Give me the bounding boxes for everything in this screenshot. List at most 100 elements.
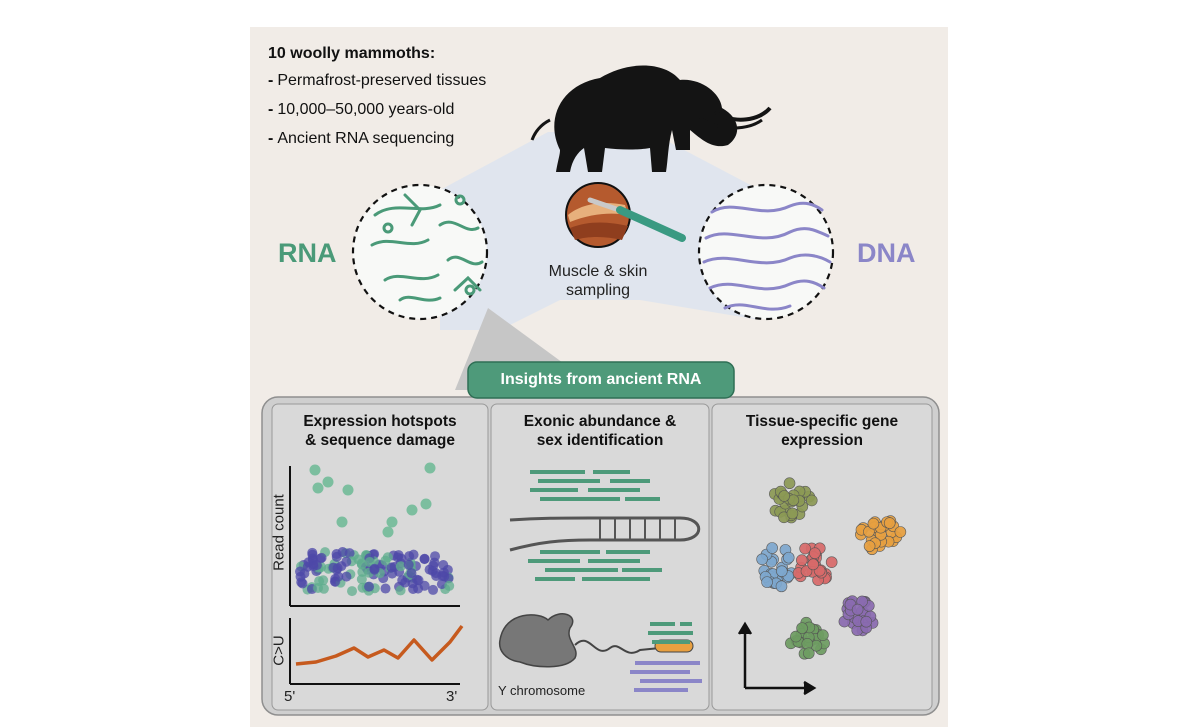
x-start-label: 5' [284, 688, 296, 705]
scatter-point [412, 574, 423, 585]
scatter-point [337, 547, 348, 558]
cluster-point [766, 542, 778, 554]
cluster-point [790, 630, 802, 643]
scatter-point [400, 577, 411, 588]
cluster-point [860, 615, 873, 628]
scatter-point [408, 549, 419, 560]
bullet-text: Permafrost-preserved tissues [277, 72, 487, 89]
cluster-point [761, 576, 773, 588]
sampling-label-line1: Muscle & skin [548, 263, 648, 280]
cluster-point [805, 494, 818, 507]
insights-banner-bg [467, 361, 735, 399]
cluster-point [796, 554, 808, 567]
read-count-scatter [295, 462, 455, 597]
scatter-point [369, 564, 380, 575]
scatter-point [428, 560, 439, 571]
scalpel-icon [587, 197, 686, 242]
cluster-point [809, 547, 821, 559]
bullet-text: 10,000–50,000 years-old [277, 101, 455, 118]
scatter-point [314, 576, 325, 587]
scatter-point [297, 578, 308, 589]
sequencing-reads-bottom [630, 622, 702, 692]
bullet-text: Ancient RNA sequencing [277, 130, 455, 147]
cluster-point [796, 622, 808, 634]
hairpin-icon [509, 516, 701, 552]
tissue-sample-icon [565, 182, 631, 248]
scatter-point [380, 583, 391, 594]
scatter-point [403, 559, 414, 570]
scatter-point [356, 559, 367, 570]
scatter-point [408, 583, 419, 594]
cluster-point [756, 553, 768, 566]
cluster-point [817, 629, 829, 641]
x-end-label: 3' [446, 688, 458, 705]
sequencing-reads-mid [528, 550, 662, 581]
scatter-point [438, 559, 449, 570]
cluster-point [782, 551, 795, 564]
cluster-point [775, 580, 788, 593]
scatter-point [311, 560, 322, 571]
rna-circle [351, 183, 489, 321]
cluster-point [786, 507, 799, 520]
panel-3-title-line1: Tissue-specific gene [745, 413, 899, 430]
scatter-point [316, 552, 327, 563]
header-bullet-2: -10,000–50,000 years-old [268, 101, 455, 118]
cluster-point [802, 647, 815, 660]
scatter-point [395, 561, 406, 572]
cluster-point [778, 490, 790, 502]
pca-axes [737, 621, 817, 696]
scatter-point [347, 586, 358, 597]
scatter-point [328, 562, 339, 573]
cluster-point [799, 542, 811, 555]
cluster-point [851, 603, 864, 616]
dna-circle [697, 183, 835, 321]
panel-3-title-line2: expression [781, 432, 863, 449]
cluster-point [807, 558, 819, 571]
cluster-point [783, 477, 796, 490]
scatter-point [444, 580, 455, 591]
scatter-point [380, 555, 391, 566]
sequencing-reads-top [530, 470, 660, 501]
tissue-clusters [756, 477, 907, 660]
scatter-point [341, 556, 352, 567]
scatter-point [406, 568, 417, 579]
insights-banner: Insights from ancient RNA [500, 371, 702, 388]
outlier-point [386, 516, 398, 528]
read-count-axes [289, 466, 460, 685]
outlier-point [406, 504, 418, 516]
outlier-point [309, 464, 321, 476]
panel-3-bg [711, 403, 933, 711]
outlier-point [420, 498, 432, 510]
scatter-point [364, 581, 375, 592]
cluster-point [863, 540, 876, 552]
panel-1-title-line2: & sequence damage [305, 432, 455, 449]
outlier-point [342, 484, 354, 496]
scatter-point [333, 571, 344, 582]
header-bullet-3: -Ancient RNA sequencing [268, 130, 455, 147]
cluster-point [883, 517, 896, 529]
panel-2-title-line2: sex identification [536, 432, 664, 449]
rna-label: RNA [278, 238, 337, 268]
scatter-point [396, 553, 407, 564]
cu-damage-line [295, 624, 464, 666]
cluster-point [894, 526, 907, 538]
scatter-point [318, 583, 329, 594]
scatter-point [419, 554, 430, 565]
outlier-point [336, 516, 348, 528]
mammoth-icon [530, 65, 772, 172]
header-bullet-1: -Permafrost-preserved tissues [268, 72, 487, 89]
cluster-point [776, 565, 788, 577]
read-count-ylabel: Read count [270, 494, 288, 571]
scatter-point [437, 570, 448, 581]
cluster-point [825, 556, 838, 568]
cu-ylabel: C>U [270, 635, 288, 666]
outlier-point [424, 462, 436, 474]
dna-label: DNA [857, 238, 916, 268]
outlier-point [312, 482, 324, 494]
sampling-label-line2: sampling [565, 282, 631, 299]
cluster-point [867, 517, 880, 530]
scatter-point [430, 551, 441, 562]
panel-2-title-line1: Exonic abundance & [523, 413, 677, 430]
scatter-point [341, 571, 352, 582]
